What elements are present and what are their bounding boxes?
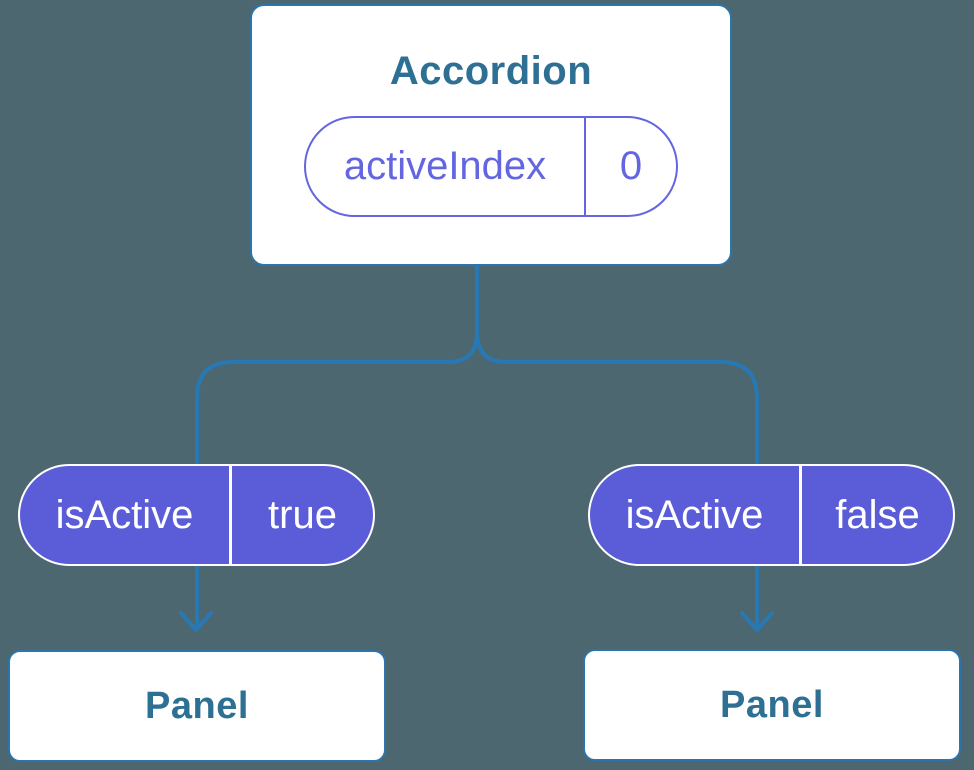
state-name-label: isActive <box>625 492 764 537</box>
panel-node-right: Panel <box>583 649 961 761</box>
panel-node-left: Panel <box>8 650 386 762</box>
accordion-node: Accordion activeIndex 0 <box>250 4 732 266</box>
active-index-prop-pill: activeIndex 0 <box>304 116 678 217</box>
state-value-label: true <box>268 492 337 537</box>
connector-left-branch <box>195 265 479 629</box>
connector-right-branch <box>475 265 759 629</box>
is-active-false-pill: isActive false <box>588 464 955 566</box>
pill-divider <box>799 466 802 564</box>
arrowhead-down-right-icon <box>740 611 774 632</box>
prop-value-label: 0 <box>619 144 643 188</box>
state-name-label: isActive <box>55 492 194 537</box>
panel-label: Panel <box>145 684 249 727</box>
state-value-label: false <box>835 492 920 537</box>
arrowhead-down-left-icon <box>179 611 213 632</box>
pill-divider <box>229 466 232 564</box>
prop-name-label: activeIndex <box>343 144 547 188</box>
is-active-true-pill: isActive true <box>18 464 375 566</box>
accordion-title: Accordion <box>389 49 593 93</box>
panel-label: Panel <box>720 683 824 726</box>
pill-divider <box>584 118 586 215</box>
